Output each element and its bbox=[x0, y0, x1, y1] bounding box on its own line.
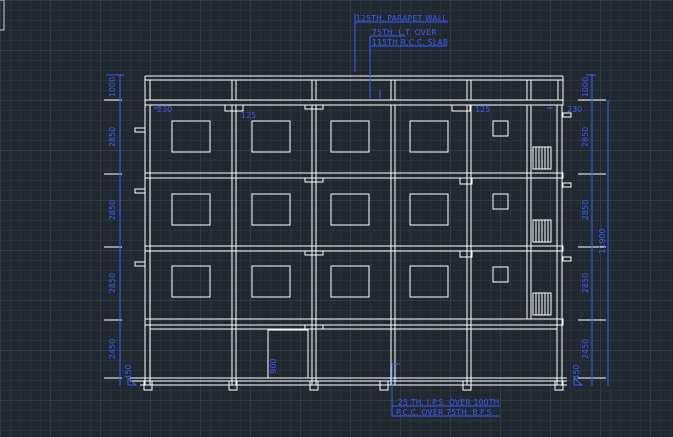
dim-right-ground: 2450 bbox=[581, 339, 590, 359]
dim-right-floor1: 2850 bbox=[581, 273, 590, 293]
window bbox=[251, 120, 291, 153]
dim-left-floor3: 2850 bbox=[108, 127, 117, 147]
window bbox=[251, 193, 291, 226]
dim-top-left-inner: 125 bbox=[241, 111, 256, 120]
windows bbox=[171, 120, 449, 298]
note-slab: 115TH R.C.C. SLAB bbox=[372, 38, 448, 47]
dim-right-floor2: 2850 bbox=[581, 200, 590, 220]
window bbox=[409, 193, 449, 226]
note-pcc: P.C.C. OVER 75TH. B.F.S. bbox=[396, 408, 494, 417]
window bbox=[409, 120, 449, 153]
dim-left-parapet: 1000 bbox=[108, 77, 117, 97]
dim-right-parapet: 1000 bbox=[581, 77, 590, 97]
ucs-corner-marker bbox=[0, 0, 5, 31]
dim-right-plinth: 450 bbox=[572, 364, 581, 379]
dimension-labels: 1000 2850 2850 2850 2450 450 1000 2850 2… bbox=[108, 77, 607, 380]
dim-ground-opening: 900 bbox=[269, 358, 278, 373]
ventilators bbox=[492, 120, 509, 283]
dim-left-floor1: 2850 bbox=[108, 273, 117, 293]
dim-right-floor3: 2850 bbox=[581, 127, 590, 147]
building-elevation bbox=[130, 75, 572, 391]
window bbox=[409, 265, 449, 298]
note-lintel: 75TH. L.T. OVER bbox=[372, 28, 437, 37]
window bbox=[251, 265, 291, 298]
parapet bbox=[144, 75, 564, 101]
dim-left-ground: 2450 bbox=[108, 339, 117, 359]
staircase-railings bbox=[532, 146, 552, 316]
window bbox=[171, 193, 211, 226]
dim-top-left-offset: 230 bbox=[157, 105, 172, 114]
columns bbox=[231, 104, 532, 386]
window bbox=[330, 193, 370, 226]
beam-drops bbox=[224, 105, 473, 330]
note-parapet: 125TH. PARAPET WALL bbox=[356, 14, 447, 23]
dim-left-floor2: 2850 bbox=[108, 200, 117, 220]
dimension-lines bbox=[106, 14, 609, 417]
ledges bbox=[134, 112, 572, 267]
window bbox=[171, 120, 211, 153]
dim-right-overall: 11900 bbox=[598, 228, 607, 253]
window bbox=[171, 265, 211, 298]
level-ticks bbox=[104, 99, 606, 379]
window bbox=[330, 265, 370, 298]
ground-floor bbox=[130, 328, 567, 391]
note-ips: 25 TH. I.P.S. OVER 100TH bbox=[398, 398, 500, 407]
dim-top-right-offset: 230 bbox=[567, 105, 582, 114]
window bbox=[330, 120, 370, 153]
leader-notes: 125TH. PARAPET WALL 75TH. L.T. OVER 115T… bbox=[356, 14, 500, 417]
dim-left-plinth: 450 bbox=[124, 364, 133, 379]
dim-top-right-inner: 125 bbox=[475, 105, 490, 114]
